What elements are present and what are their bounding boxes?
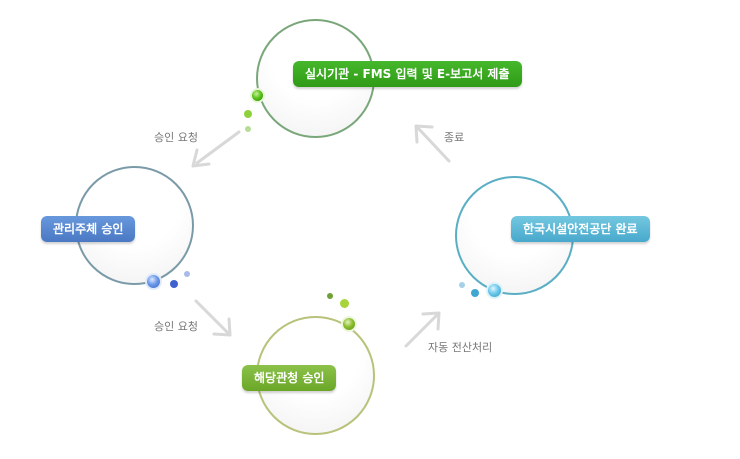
dot-left-1 bbox=[170, 280, 178, 288]
edge-label-right-to-top: 종료 bbox=[444, 131, 465, 144]
dot-bottom-1 bbox=[327, 293, 333, 299]
orb-top bbox=[250, 88, 265, 103]
arrow-right-to-top bbox=[414, 124, 451, 163]
orb-right bbox=[486, 282, 503, 299]
node-left-pill: 관리주체 승인 bbox=[41, 216, 136, 242]
orb-left bbox=[145, 273, 162, 290]
arrow-top-to-left bbox=[191, 130, 241, 168]
arrow-left-to-bottom bbox=[194, 299, 232, 337]
dot-right-1 bbox=[459, 282, 465, 288]
dot-right-2 bbox=[471, 289, 479, 297]
arrow-bottom-to-right bbox=[404, 311, 441, 348]
node-bottom-pill: 해당관청 승인 bbox=[242, 365, 337, 391]
edge-label-left-to-bottom: 승인 요청 bbox=[154, 320, 198, 333]
dot-top-1 bbox=[244, 110, 252, 118]
edge-label-top-to-left: 승인 요청 bbox=[154, 131, 198, 144]
dot-left-2 bbox=[184, 271, 190, 277]
orb-bottom bbox=[341, 316, 357, 332]
dot-bottom-2 bbox=[340, 299, 349, 308]
node-top-pill: 실시기관 - FMS 입력 및 E-보고서 제출 bbox=[293, 61, 522, 87]
node-right-pill: 한국시설안전공단 완료 bbox=[511, 216, 650, 242]
dot-top-2 bbox=[245, 126, 251, 132]
edge-label-bottom-to-right: 자동 전산처리 bbox=[428, 341, 493, 354]
